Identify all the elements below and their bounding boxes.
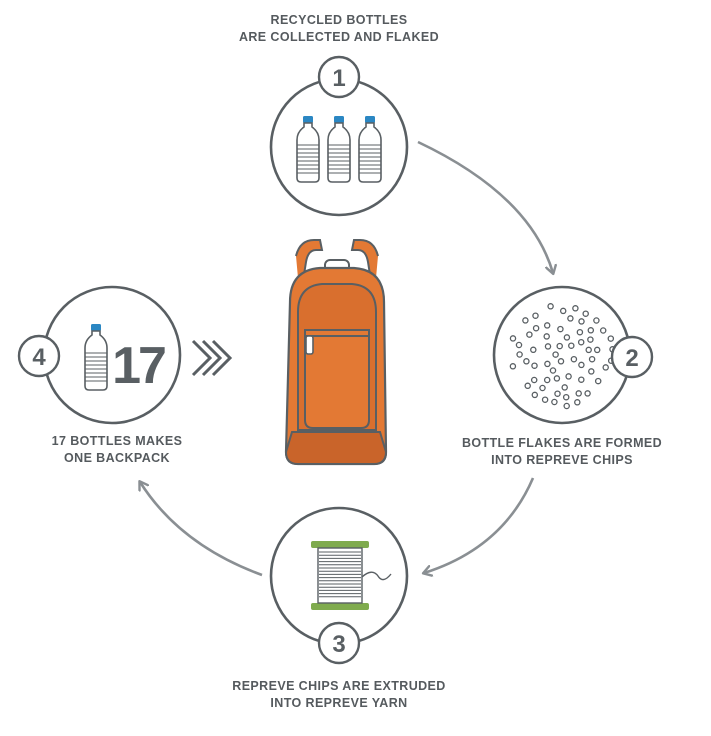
- step-4-badge: [17, 334, 61, 378]
- chip-dot: [587, 327, 595, 334]
- chip-dot: [526, 331, 533, 338]
- step-2-badge: [610, 335, 654, 379]
- chip-dot: [556, 342, 563, 350]
- chip-dot: [554, 390, 561, 397]
- chip-dot: [587, 336, 594, 343]
- chip-dot: [559, 307, 567, 315]
- step-4-number: 4: [32, 344, 46, 371]
- chip-dot: [593, 317, 600, 324]
- chip-dot: [509, 335, 517, 342]
- chip-dot: [547, 303, 554, 310]
- chip-dot: [568, 342, 575, 349]
- chip-dot: [593, 346, 601, 354]
- chip-dot: [578, 376, 585, 383]
- chip-dot: [549, 367, 557, 374]
- chip-dot: [523, 358, 530, 365]
- backpack-icon: [284, 239, 388, 466]
- chip-dot: [578, 318, 585, 325]
- step-1-caption-line1: RECYCLED BOTTLES: [270, 13, 408, 27]
- chip-dot: [563, 334, 571, 341]
- chip-dot: [541, 396, 549, 403]
- chip-dot: [607, 335, 615, 342]
- chip-dot: [515, 341, 523, 349]
- chip-dot: [599, 327, 607, 334]
- chip-dot: [557, 325, 564, 333]
- chip-dot: [543, 333, 550, 340]
- chip-dot: [570, 355, 578, 363]
- step-2-caption-line1: BOTTLE FLAKES ARE FORMED: [461, 436, 663, 450]
- chip-dot: [578, 361, 585, 369]
- chip-dot: [532, 312, 539, 319]
- chip-dot: [524, 382, 531, 390]
- chip-dot: [539, 384, 546, 392]
- chip-dot: [594, 377, 602, 385]
- step-3-caption-line2: INTO REPREVE YARN: [270, 696, 408, 710]
- chip-dot: [565, 373, 572, 380]
- chevron-arrows-icon: [191, 339, 233, 377]
- step-1-badge: [317, 55, 361, 99]
- step-2-node: 2: [492, 285, 654, 425]
- water-bottles-icon: [296, 115, 382, 183]
- step-2-caption-line2: INTO REPREVE CHIPS: [491, 453, 633, 467]
- chip-dot: [509, 363, 517, 370]
- step-2-caption: BOTTLE FLAKES ARE FORMED INTO REPREVE CH…: [452, 435, 672, 469]
- step-3-badge: [317, 621, 361, 665]
- arrow-1-to-2: [417, 140, 553, 273]
- chip-dot: [530, 376, 538, 384]
- step-1-number: 1: [332, 65, 345, 92]
- step-1-node: 1: [269, 55, 409, 217]
- chip-dot: [557, 358, 565, 365]
- arrow-3-to-4: [140, 482, 263, 577]
- bottle-count-icon: 17: [84, 323, 168, 395]
- chip-dot: [522, 317, 529, 324]
- chip-dot: [572, 305, 579, 312]
- chip-dot: [530, 346, 537, 354]
- chip-dot: [562, 393, 570, 401]
- step-3-node: 3: [269, 506, 409, 665]
- chip-dot: [544, 343, 552, 350]
- chip-dot: [561, 384, 568, 391]
- chip-dot: [543, 376, 551, 384]
- chip-dot: [552, 351, 559, 358]
- chip-dot: [553, 375, 561, 382]
- arrow-2-to-3: [424, 477, 535, 573]
- chip-dot: [551, 398, 558, 406]
- chip-dot: [532, 324, 540, 332]
- step-3-caption: REPREVE CHIPS ARE EXTRUDED INTO REPREVE …: [219, 678, 459, 712]
- chip-dot: [567, 315, 574, 322]
- chip-dot: [575, 390, 582, 397]
- yarn-spool-icon: [311, 541, 392, 610]
- step-1-caption: RECYCLED BOTTLES ARE COLLECTED AND FLAKE…: [219, 12, 459, 46]
- chip-dot: [543, 322, 551, 329]
- chip-dot: [544, 360, 551, 368]
- chip-dot: [531, 362, 538, 369]
- chip-dot: [588, 355, 596, 363]
- chip-dot: [588, 368, 595, 375]
- step-3-number: 3: [332, 631, 345, 658]
- step-4-caption-line1: 17 BOTTLES MAKES: [51, 434, 183, 448]
- step-4-caption-line2: ONE BACKPACK: [64, 451, 170, 465]
- step-4-caption: 17 BOTTLES MAKES ONE BACKPACK: [22, 433, 212, 467]
- chip-dot: [576, 328, 584, 336]
- chip-dot: [531, 391, 539, 399]
- step-3-caption-line1: REPREVE CHIPS ARE EXTRUDED: [232, 679, 446, 693]
- chip-dot: [574, 399, 581, 406]
- chip-dot: [582, 310, 589, 317]
- chip-dot: [584, 390, 591, 397]
- step-4-node: 17 4: [17, 285, 182, 425]
- chip-dot: [585, 346, 592, 354]
- chip-dot: [602, 364, 609, 371]
- bottle-count-number: 17: [112, 337, 165, 395]
- step-1-caption-line2: ARE COLLECTED AND FLAKED: [238, 30, 440, 44]
- chip-dot: [563, 402, 570, 410]
- step-2-number: 2: [625, 345, 638, 372]
- chip-dot: [516, 351, 523, 358]
- chip-dot: [577, 338, 585, 346]
